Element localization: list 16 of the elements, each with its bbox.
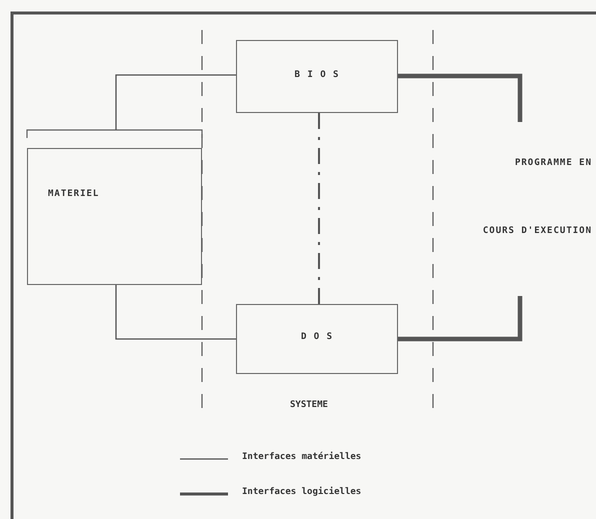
connector [398,74,522,122]
connector [318,113,320,304]
process-box [27,148,202,285]
connector [115,74,236,130]
process-box [236,304,398,374]
node-label: B I O S [294,70,340,80]
connector [115,285,236,340]
process-box [236,40,398,113]
caption-text: SYSTEME [290,400,328,410]
node-label: COURS D'EXECUTION [482,226,592,236]
node-label: PROGRAMME EN [514,158,592,168]
legend-text: Interfaces logicielles [242,487,362,497]
node-label: MATERIEL [48,189,100,199]
legend-text: Interfaces matérielles [242,452,362,462]
connector [398,296,522,342]
node-label: D O S [300,332,334,342]
